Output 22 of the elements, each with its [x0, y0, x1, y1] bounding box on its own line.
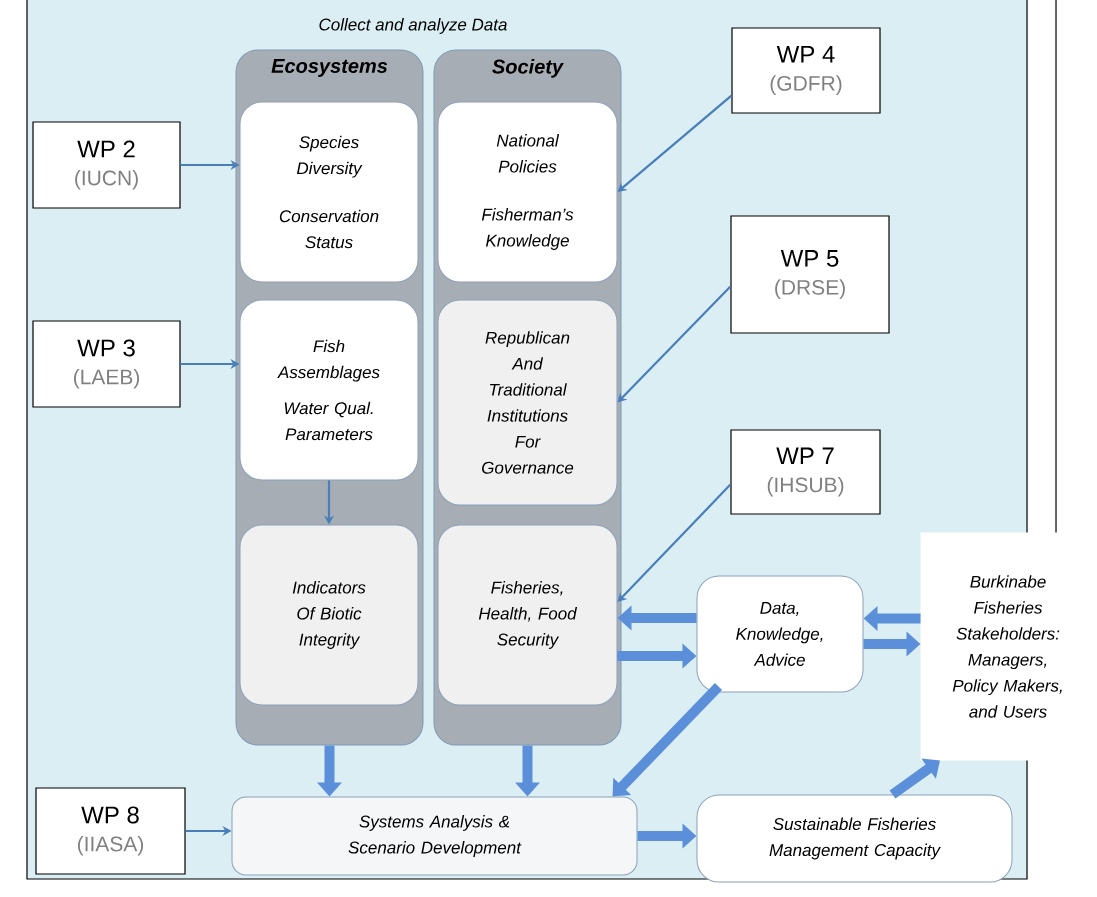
process-box: Fisheries, Health, Food Security: [437, 524, 618, 706]
arrow: [617, 483, 732, 602]
process-box: Fish Assemblages Water Qual. Parameters: [239, 299, 419, 481]
process-box: Republican And Traditional Institutions For Governance: [437, 299, 618, 506]
process-box: Data, Knowledge, Advice: [696, 575, 864, 693]
stakeholder-box: Burkinabe Fisheries Stakeholders: Managers, Policy Makers, and Users: [920, 532, 1096, 761]
arrow: [889, 758, 940, 799]
arrow: [617, 285, 732, 403]
diagram-title: Collect and analyze Data: [319, 18, 507, 34]
work-package-box: WP 4 (GDFR): [731, 27, 881, 114]
arrow: [612, 683, 723, 797]
process-box: Sustainable Fisheries Management Capacity: [696, 794, 1013, 883]
work-package-box: WP 8 (IIASA): [35, 787, 186, 875]
process-box: National Policies Fisherman’s Knowledge: [437, 101, 618, 283]
process-box: Species Diversity Conservation Status: [239, 101, 419, 283]
work-package-box: WP 3 (LAEB): [32, 320, 181, 408]
work-package-box: WP 2 (IUCN): [32, 121, 181, 209]
work-package-box: WP 5 (DRSE): [730, 215, 890, 334]
process-box: Indicators Of Biotic Integrity: [239, 524, 419, 706]
arrow: [617, 94, 733, 192]
work-package-box: WP 7 (IHSUB): [730, 429, 881, 515]
process-box: Systems Analysis & Scenario Development: [231, 796, 638, 876]
